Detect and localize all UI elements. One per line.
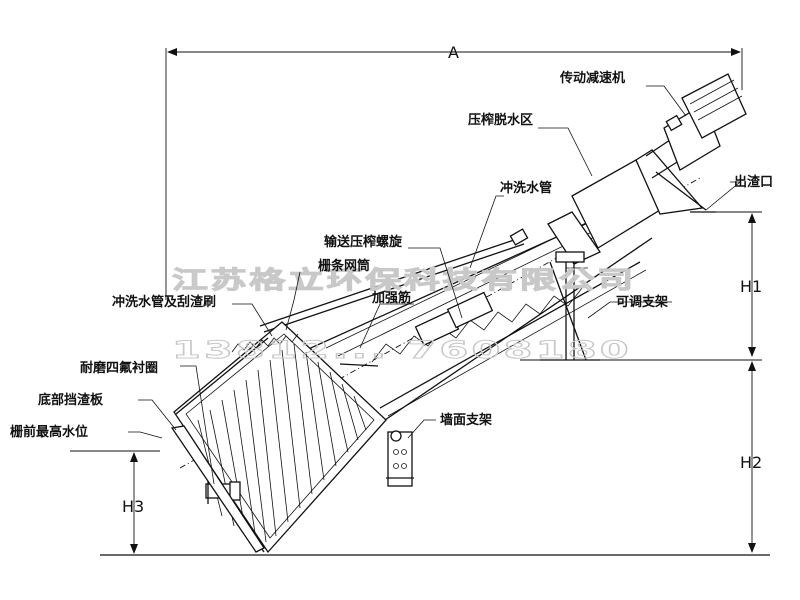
dimension-a: A (165, 43, 743, 300)
label-max-water-level: 栅前最高水位 (10, 424, 88, 440)
wall-bracket (386, 430, 414, 487)
watermark-phone: 13812... 7608180 (172, 336, 632, 364)
dimension-h3-label: H3 (122, 497, 144, 516)
label-stiffener: 加强筋 (371, 290, 411, 306)
leader-lines (128, 85, 742, 485)
label-screw: 输送压榨螺旋 (324, 234, 403, 250)
dimension-a-label: A (448, 43, 459, 62)
outlet-chute (655, 171, 716, 213)
dimension-h2-label: H2 (740, 453, 762, 472)
label-flush-pipe-brush: 冲洗水管及刮渣刷 (112, 294, 216, 310)
label-press-zone: 压榨脱水区 (468, 112, 533, 128)
label-adjustable-support: 可调支架 (616, 294, 668, 310)
label-ptfe-liner: 耐磨四氟衬圈 (80, 360, 158, 376)
dimension-h2: H2 (520, 359, 762, 553)
label-outlet: 出渣口 (734, 174, 773, 190)
label-bottom-baffle: 底部挡渣板 (38, 392, 104, 408)
label-screen-basket: 栅条网筒 (318, 258, 370, 274)
dimension-h1: H1 (698, 211, 762, 357)
drive-reducer-motor (663, 73, 747, 171)
flush-pipe-line (259, 228, 529, 333)
label-flush-pipe: 冲洗水管 (500, 180, 552, 196)
conveying-screw (371, 287, 583, 363)
dimension-h3: H3 (70, 450, 160, 554)
watermark-company: 江苏格立环保科技有限公司 (172, 266, 636, 294)
dimension-h1-label: H1 (740, 277, 762, 296)
label-wall-bracket: 墙面支架 (440, 412, 492, 428)
stiffener-rib (339, 363, 379, 367)
bottom-baffle (170, 425, 265, 553)
label-drive-motor: 传动减速机 (559, 70, 625, 86)
adjustable-support-frame (540, 251, 600, 361)
